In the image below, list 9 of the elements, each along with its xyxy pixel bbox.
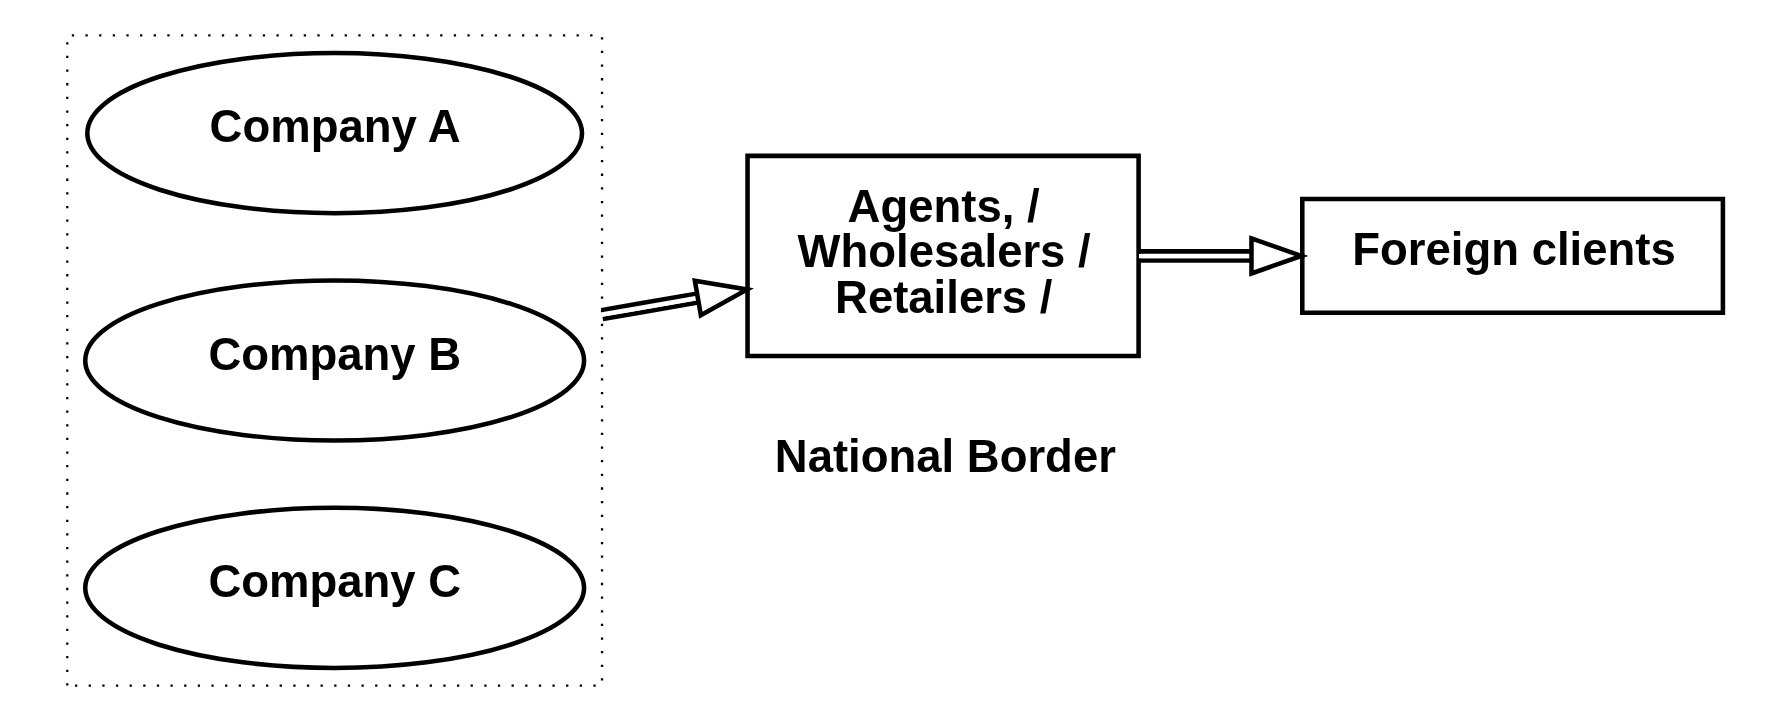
label: National Border xyxy=(774,430,1116,482)
node-box: Agents, / Wholesalers / Retailers / xyxy=(745,153,1141,359)
node-ellipse: Company A xyxy=(85,50,585,216)
arrow xyxy=(600,277,754,322)
cluster xyxy=(66,34,604,687)
node-box: Foreign clients xyxy=(1300,196,1726,316)
node-ellipse: Company B xyxy=(82,278,587,443)
arrow xyxy=(1139,235,1309,277)
node-ellipse: Company C xyxy=(82,505,587,671)
